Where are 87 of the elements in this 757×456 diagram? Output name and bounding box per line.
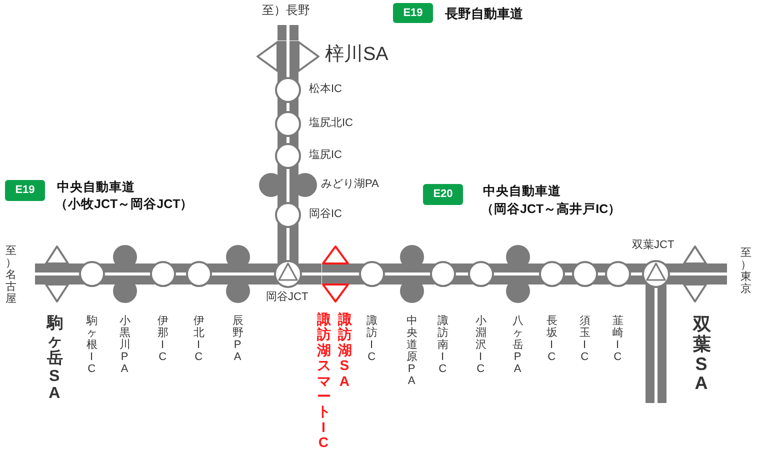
facility-name: 辰野PA [232, 315, 244, 364]
facility-name: 八ヶ岳PA [512, 315, 524, 376]
interchange-circle [359, 261, 385, 287]
parking-area-marker [400, 245, 424, 303]
parking-area-marker [113, 245, 137, 303]
road-segment [302, 264, 322, 284]
road-segment [707, 264, 727, 284]
road-segment [494, 264, 506, 284]
road-segment [631, 264, 642, 284]
road-segment [646, 288, 666, 403]
parking-area-marker [259, 173, 317, 197]
service-area-marker [45, 245, 69, 303]
facility-name: 中央道原PA [406, 315, 418, 388]
interchange-circle [79, 261, 105, 287]
road-segment [348, 264, 359, 284]
facility-name: 伊那IC [158, 315, 168, 364]
road-segment [456, 264, 468, 284]
facility-name: 小黒川PA [120, 315, 130, 376]
parking-area-marker [506, 245, 530, 303]
road-segment [137, 264, 150, 284]
interchange-circle [150, 261, 176, 287]
facility-name: 諏訪南IC [438, 315, 448, 376]
route-number-sign: E20 [423, 184, 463, 204]
road-segment [69, 264, 79, 284]
expressway-name: 中央自動車道 [483, 185, 561, 198]
road-segment [278, 137, 298, 143]
junction-marker [642, 260, 670, 288]
facility-name: みどり湖PA [321, 179, 379, 190]
interchange-circle [539, 261, 565, 287]
interchange-circle [186, 261, 212, 287]
road-segment [670, 264, 683, 284]
service-area-marker [683, 245, 707, 303]
facility-name: 長坂IC [546, 315, 558, 364]
route-number-sign: E19 [5, 180, 45, 200]
road-segment [278, 169, 298, 173]
road-segment [105, 264, 113, 284]
service-area-name: 駒ヶ岳SA [47, 315, 63, 403]
parking-area-marker [226, 245, 250, 303]
facility-name: 塩尻IC [309, 150, 342, 161]
road-segment [565, 264, 572, 284]
interchange-circle [275, 111, 301, 137]
interchange-circle [605, 261, 631, 287]
facility-name: 塩尻北IC [309, 118, 353, 129]
interchange-circle [468, 261, 494, 287]
interchange-circle [430, 261, 456, 287]
service-area-marker [322, 245, 348, 303]
facility-name: 伊北IC [194, 315, 204, 364]
road-segment [598, 264, 605, 284]
destination-label: 至）長野 [262, 4, 310, 16]
expressway-name: 中央自動車道 [57, 181, 135, 194]
service-area-name: 梓川SA [325, 45, 388, 64]
road-segment [424, 264, 430, 284]
road-segment [278, 197, 298, 202]
facility-name: 須玉IC [580, 315, 590, 364]
interchange-circle [275, 143, 301, 169]
road-segment [250, 264, 274, 284]
destination-label: 至）名古屋 [6, 245, 16, 306]
facility-name: 松本IC [309, 84, 342, 95]
facility-name: 諏訪IC [366, 315, 378, 364]
facility-name: 韮崎IC [612, 315, 624, 364]
expressway-name: 長野自動車道 [445, 7, 523, 20]
service-area-marker [256, 40, 320, 72]
road-segment [278, 228, 298, 260]
service-area-name: 双葉SA [693, 315, 711, 394]
facility-name: 岡谷IC [309, 209, 342, 220]
road-segment [385, 264, 400, 284]
interchange-circle [275, 77, 301, 103]
road-segment [278, 103, 298, 111]
junction-name: 岡谷JCT [266, 292, 308, 303]
junction-marker [274, 260, 302, 288]
smart-interchange-name: 諏訪湖スマートIC [317, 312, 331, 451]
interchange-circle [275, 202, 301, 228]
facility-name: 駒ヶ根IC [86, 315, 98, 376]
road-segment [278, 25, 298, 40]
junction-name: 双葉JCT [632, 240, 674, 251]
road-segment [35, 264, 45, 284]
road-segment [212, 264, 226, 284]
section-note: （小牧JCT～岡谷JCT） [55, 198, 194, 210]
destination-label: 至）東京 [740, 247, 752, 296]
road-segment [176, 264, 186, 284]
interchange-circle [572, 261, 598, 287]
road-segment [278, 72, 298, 77]
section-note: （岡谷JCT～高井戸IC） [481, 203, 622, 216]
road-segment [530, 264, 539, 284]
facility-name: 小淵沢IC [476, 315, 486, 376]
service-area-name: 諏訪湖SA [338, 312, 352, 389]
route-number-sign: E19 [393, 3, 433, 23]
